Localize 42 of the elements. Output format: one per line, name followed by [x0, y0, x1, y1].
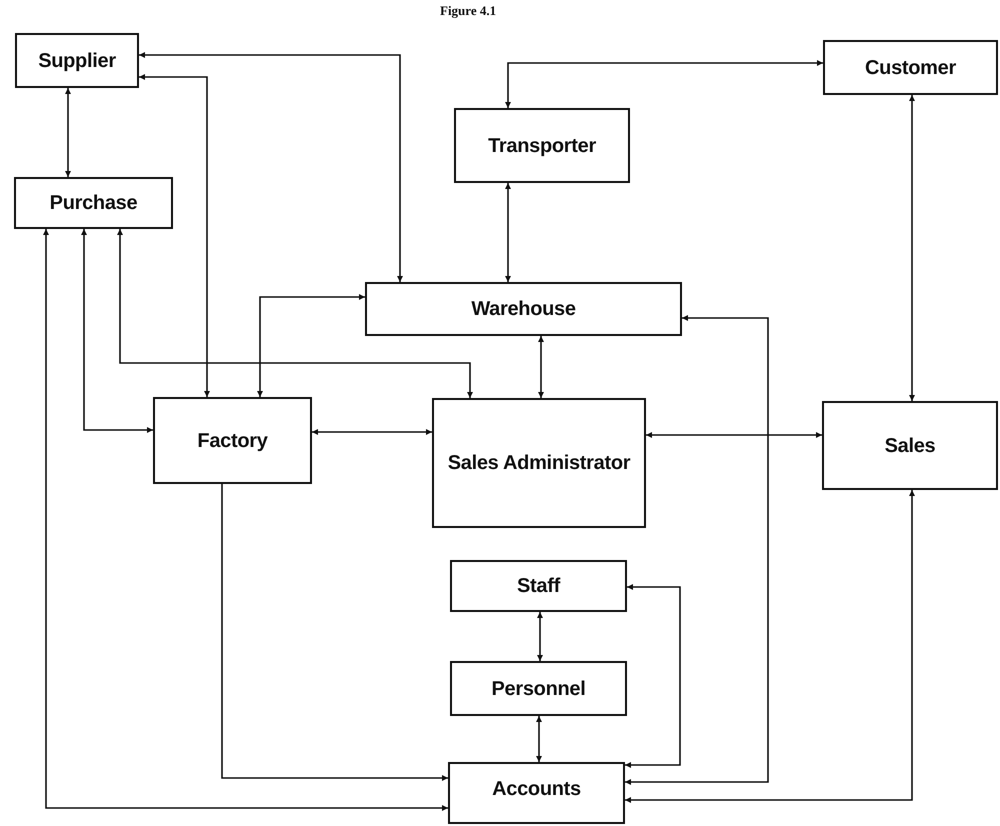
process-box [448, 762, 625, 824]
arrow [81, 229, 153, 433]
box-label: Personnel [490, 676, 586, 702]
arrow [625, 490, 915, 803]
arrow [909, 95, 915, 401]
process-box [454, 108, 630, 183]
figure-title: Figure 4.1 [440, 3, 496, 19]
box-label: Supplier [37, 48, 117, 74]
box-label: Staff [516, 574, 562, 599]
process-box [365, 282, 682, 336]
arrow [139, 74, 210, 397]
process-box [153, 397, 312, 484]
process-box [15, 33, 139, 88]
process-box [822, 401, 998, 490]
box-label: Accounts [491, 777, 582, 802]
arrow [257, 294, 365, 397]
box-label: Warehouse [470, 297, 577, 322]
box-label: Sales [884, 434, 936, 458]
arrow [625, 584, 681, 768]
box-label: Sales Administrator [446, 451, 632, 476]
box-label: Factory [196, 428, 269, 454]
arrow [65, 88, 71, 177]
process-box [14, 177, 173, 229]
process-box [432, 398, 646, 528]
arrow [312, 429, 432, 435]
arrow [537, 612, 543, 661]
box-label: Purchase [48, 191, 138, 216]
process-box [823, 40, 998, 95]
arrow [505, 183, 511, 282]
arrow [536, 716, 542, 762]
process-box [450, 560, 627, 612]
arrow [505, 60, 823, 108]
arrow [625, 315, 769, 785]
arrow [139, 52, 403, 282]
arrow [43, 229, 448, 811]
arrow [117, 229, 473, 398]
box-label: Customer [864, 56, 957, 80]
box-label: Transporter [487, 134, 597, 158]
process-box [450, 661, 627, 716]
arrow [646, 432, 822, 438]
arrow [538, 336, 544, 398]
arrow [221, 484, 448, 781]
